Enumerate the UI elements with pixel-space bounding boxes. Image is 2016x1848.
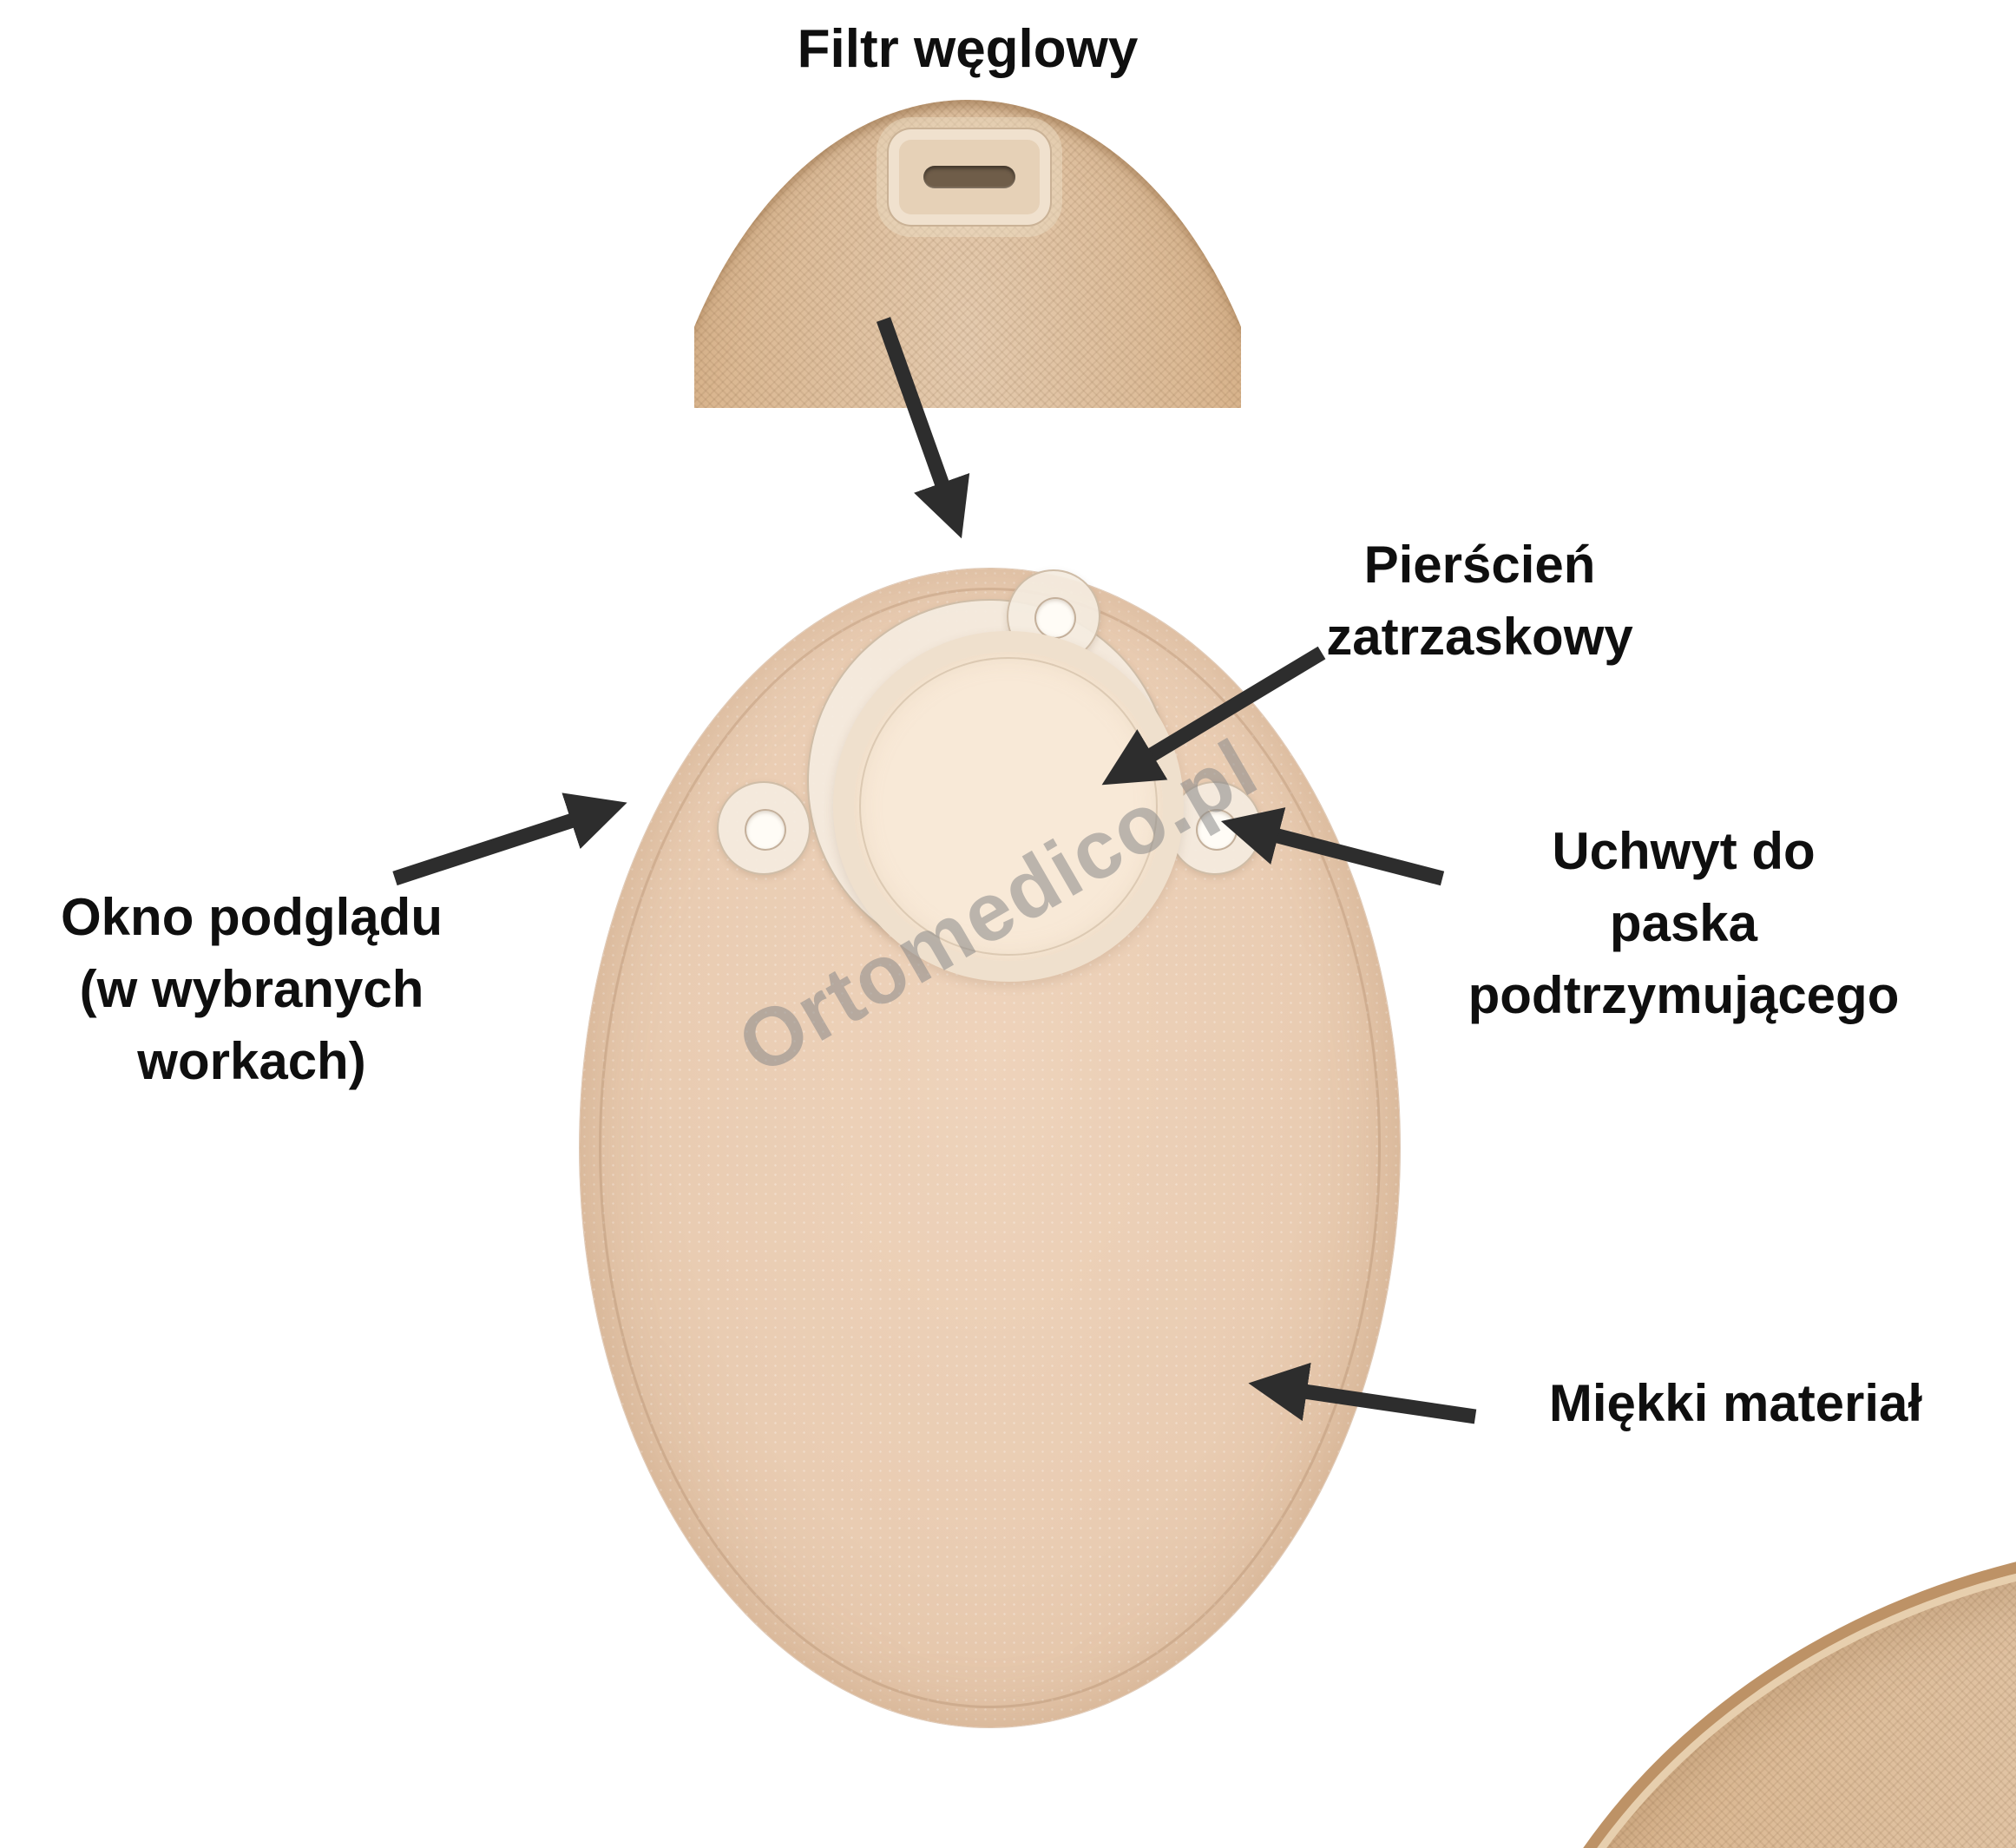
soft-material-detail-photo bbox=[1432, 1521, 2016, 1848]
label-line: Filtr węglowy bbox=[797, 19, 1139, 79]
snap-ring bbox=[833, 631, 1184, 982]
belt-tab-left bbox=[717, 781, 811, 875]
label-snap-ring: Pierścień zatrzaskowy bbox=[1276, 529, 1684, 674]
carbon-filter-detail-photo bbox=[694, 82, 1241, 408]
label-line: Okno podglądu bbox=[61, 888, 443, 946]
belt-tab-hole bbox=[745, 809, 786, 851]
carbon-filter-slot bbox=[923, 166, 1015, 188]
label-line: zatrzaskowy bbox=[1326, 607, 1633, 666]
label-line: Pierścień bbox=[1363, 536, 1596, 594]
label-line: Uchwyt do bbox=[1552, 822, 1816, 880]
belt-tab-hole bbox=[1034, 597, 1076, 639]
label-carbon-filter: Filtr węglowy bbox=[642, 12, 1293, 87]
label-soft-material: Miękki materiał bbox=[1480, 1368, 1992, 1440]
label-line: (w wybranych bbox=[79, 959, 424, 1018]
label-line: workach) bbox=[137, 1031, 366, 1090]
belt-tab-hole bbox=[1196, 809, 1238, 851]
label-viewing-window: Okno podglądu (w wybranych workach) bbox=[17, 882, 486, 1097]
arrow-viewing-window bbox=[392, 792, 627, 886]
label-belt-tab: Uchwyt do paska podtrzymującego bbox=[1432, 816, 1935, 1031]
label-line: paska bbox=[1609, 893, 1758, 952]
label-line: podtrzymującego bbox=[1468, 965, 1900, 1024]
soft-material-fabric-corner bbox=[1475, 1536, 2016, 1848]
label-line: Miękki materiał bbox=[1548, 1374, 1923, 1432]
carbon-filter-patch bbox=[887, 128, 1052, 227]
